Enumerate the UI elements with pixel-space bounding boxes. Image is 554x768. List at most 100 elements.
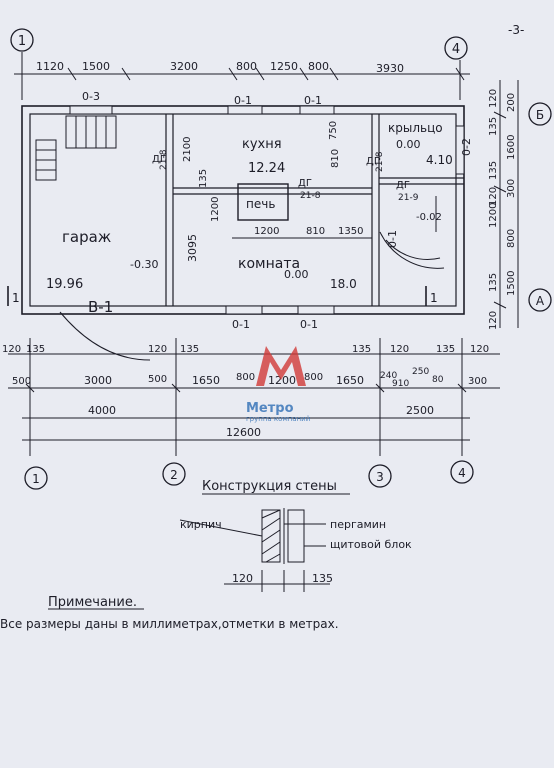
- inner-dim-810-v: 810: [330, 149, 341, 168]
- door-mark-1: ДГ: [152, 154, 166, 165]
- bottom-row2-7: 1650: [336, 374, 364, 387]
- room-living-area: 18.0: [330, 277, 357, 291]
- axis-bubble-4-top: 4: [444, 36, 468, 60]
- axis-bubble-2-bottom: 2: [162, 462, 186, 486]
- right-dim-1: 120: [488, 89, 499, 108]
- axis-bubble-4-bottom: 4: [450, 460, 474, 484]
- inner-dim-1350: 1350: [338, 226, 363, 237]
- porch-level-mark: -0.02: [416, 212, 442, 223]
- bottom-row2-2: 500: [148, 374, 167, 385]
- room-porch-level: 0.00: [396, 138, 421, 151]
- inner-dim-750: 750: [328, 121, 339, 140]
- top-dim-3: 3200: [170, 60, 198, 73]
- section-mark-right: 1: [425, 286, 438, 306]
- inner-dim-1200-h: 1200: [254, 226, 279, 237]
- right-dim-3: 200: [506, 93, 517, 112]
- svg-text:печь: печь: [246, 197, 275, 211]
- gate-mark: В-1: [88, 298, 113, 316]
- bottom-row2-5: 1200: [268, 374, 296, 387]
- bottom-row3-0: 4000: [88, 404, 116, 417]
- room-living-name: комната: [238, 256, 300, 272]
- inner-dim-1200-v: 1200: [210, 197, 221, 222]
- room-living-level: 0.00: [284, 268, 309, 281]
- bottom-row2-6: 800: [304, 372, 323, 383]
- axis-bubble-3-bottom: 3: [368, 464, 392, 488]
- bottom-row1-0: 120: [2, 344, 21, 355]
- window-symbols: [69, 105, 465, 315]
- stair: [35, 115, 117, 181]
- wall-pergamin-label: пергамин: [330, 518, 386, 531]
- door-mark-2: ДГ: [298, 178, 312, 189]
- svg-text:1: 1: [32, 472, 40, 486]
- room-kitchen-name: кухня: [242, 137, 282, 152]
- bottom-row1-4: 135: [352, 344, 371, 355]
- svg-text:3: 3: [376, 470, 384, 484]
- right-dim-8: 1200: [488, 203, 499, 228]
- watermark-logo: Метро группа компаний: [246, 346, 310, 423]
- bottom-total: 12600: [226, 426, 261, 439]
- room-porch-name: крыльцо: [388, 121, 443, 135]
- svg-text:4: 4: [452, 42, 460, 57]
- bottom-row2-10: 250: [412, 367, 429, 377]
- bottom-row2-12: 300: [468, 376, 487, 387]
- door-num-1: 21-8: [159, 149, 169, 170]
- wall-brick-label: кирпич: [180, 518, 222, 531]
- window-mark-bottom-1: 0-1: [232, 318, 250, 331]
- door-mark-4: ДГ: [396, 180, 410, 191]
- door-arcs: [59, 196, 445, 361]
- note-text: Все размеры даны в миллиметрах,отметки в…: [0, 617, 339, 631]
- svg-text:A: A: [536, 294, 545, 308]
- bottom-row2-8: 240: [380, 371, 397, 381]
- right-dim-10: 1500: [506, 271, 517, 296]
- axis-bubble-1-bottom: 1: [24, 466, 48, 490]
- top-dim-5: 1250: [270, 60, 298, 73]
- top-dim-4: 800: [236, 60, 257, 73]
- bottom-row2-0: 500: [12, 376, 31, 387]
- top-dim-6: 800: [308, 60, 329, 73]
- door-mark-3: ДГ: [366, 156, 380, 167]
- bottom-row1-7: 120: [470, 344, 489, 355]
- right-dim-9: 800: [506, 229, 517, 248]
- bottom-row1-2: 120: [148, 344, 167, 355]
- right-dim-4: 1600: [506, 135, 517, 160]
- right-dim-6: 120: [488, 187, 499, 206]
- bottom-row2-1: 3000: [84, 374, 112, 387]
- right-dim-7: 135: [488, 161, 499, 180]
- page-number: -3-: [508, 23, 524, 37]
- right-dim-5: 300: [506, 179, 517, 198]
- stove: печь: [237, 183, 289, 221]
- axis-bubble-b: Б: [528, 102, 552, 126]
- room-garage-name: гараж: [62, 228, 111, 246]
- svg-text:2: 2: [170, 468, 178, 482]
- window-mark-top-2: 0-1: [304, 94, 322, 107]
- wall-dim-135: 135: [312, 572, 333, 585]
- svg-text:1: 1: [18, 34, 26, 49]
- inner-dim-810-h: 810: [306, 226, 325, 237]
- top-dim-2: 1500: [82, 60, 110, 73]
- axis-bubble-1-top: 1: [10, 28, 34, 52]
- bottom-row1-1: 135: [26, 344, 45, 355]
- bottom-row2-11: 80: [432, 375, 444, 385]
- room-garage-level: -0.30: [130, 258, 158, 271]
- svg-text:Б: Б: [536, 108, 544, 122]
- wall-block-label: щитовой блок: [330, 538, 412, 551]
- door-num-3: 21-8: [375, 151, 385, 172]
- bottom-row1-6: 135: [436, 344, 455, 355]
- inner-dim-135: 135: [198, 169, 209, 188]
- axis-bubble-a: A: [528, 288, 552, 312]
- section-mark-left: 1: [7, 286, 20, 306]
- bottom-row2-9: 910: [392, 379, 409, 389]
- top-dimension-line: [14, 52, 470, 100]
- window-mark-porch: 0-2: [460, 138, 473, 156]
- wall-dim-120: 120: [232, 572, 253, 585]
- right-dim-12: 120: [488, 311, 499, 330]
- watermark-brand: Метро: [246, 401, 294, 416]
- bottom-row2-4: 800: [236, 372, 255, 383]
- wall-section-drawing: [179, 508, 330, 592]
- window-mark-top-left: 0-3: [82, 90, 100, 103]
- room-garage-area: 19.96: [46, 277, 83, 292]
- right-dimension-line: [493, 80, 519, 328]
- bottom-row1-5: 120: [390, 344, 409, 355]
- top-dim-7: 3930: [376, 62, 404, 75]
